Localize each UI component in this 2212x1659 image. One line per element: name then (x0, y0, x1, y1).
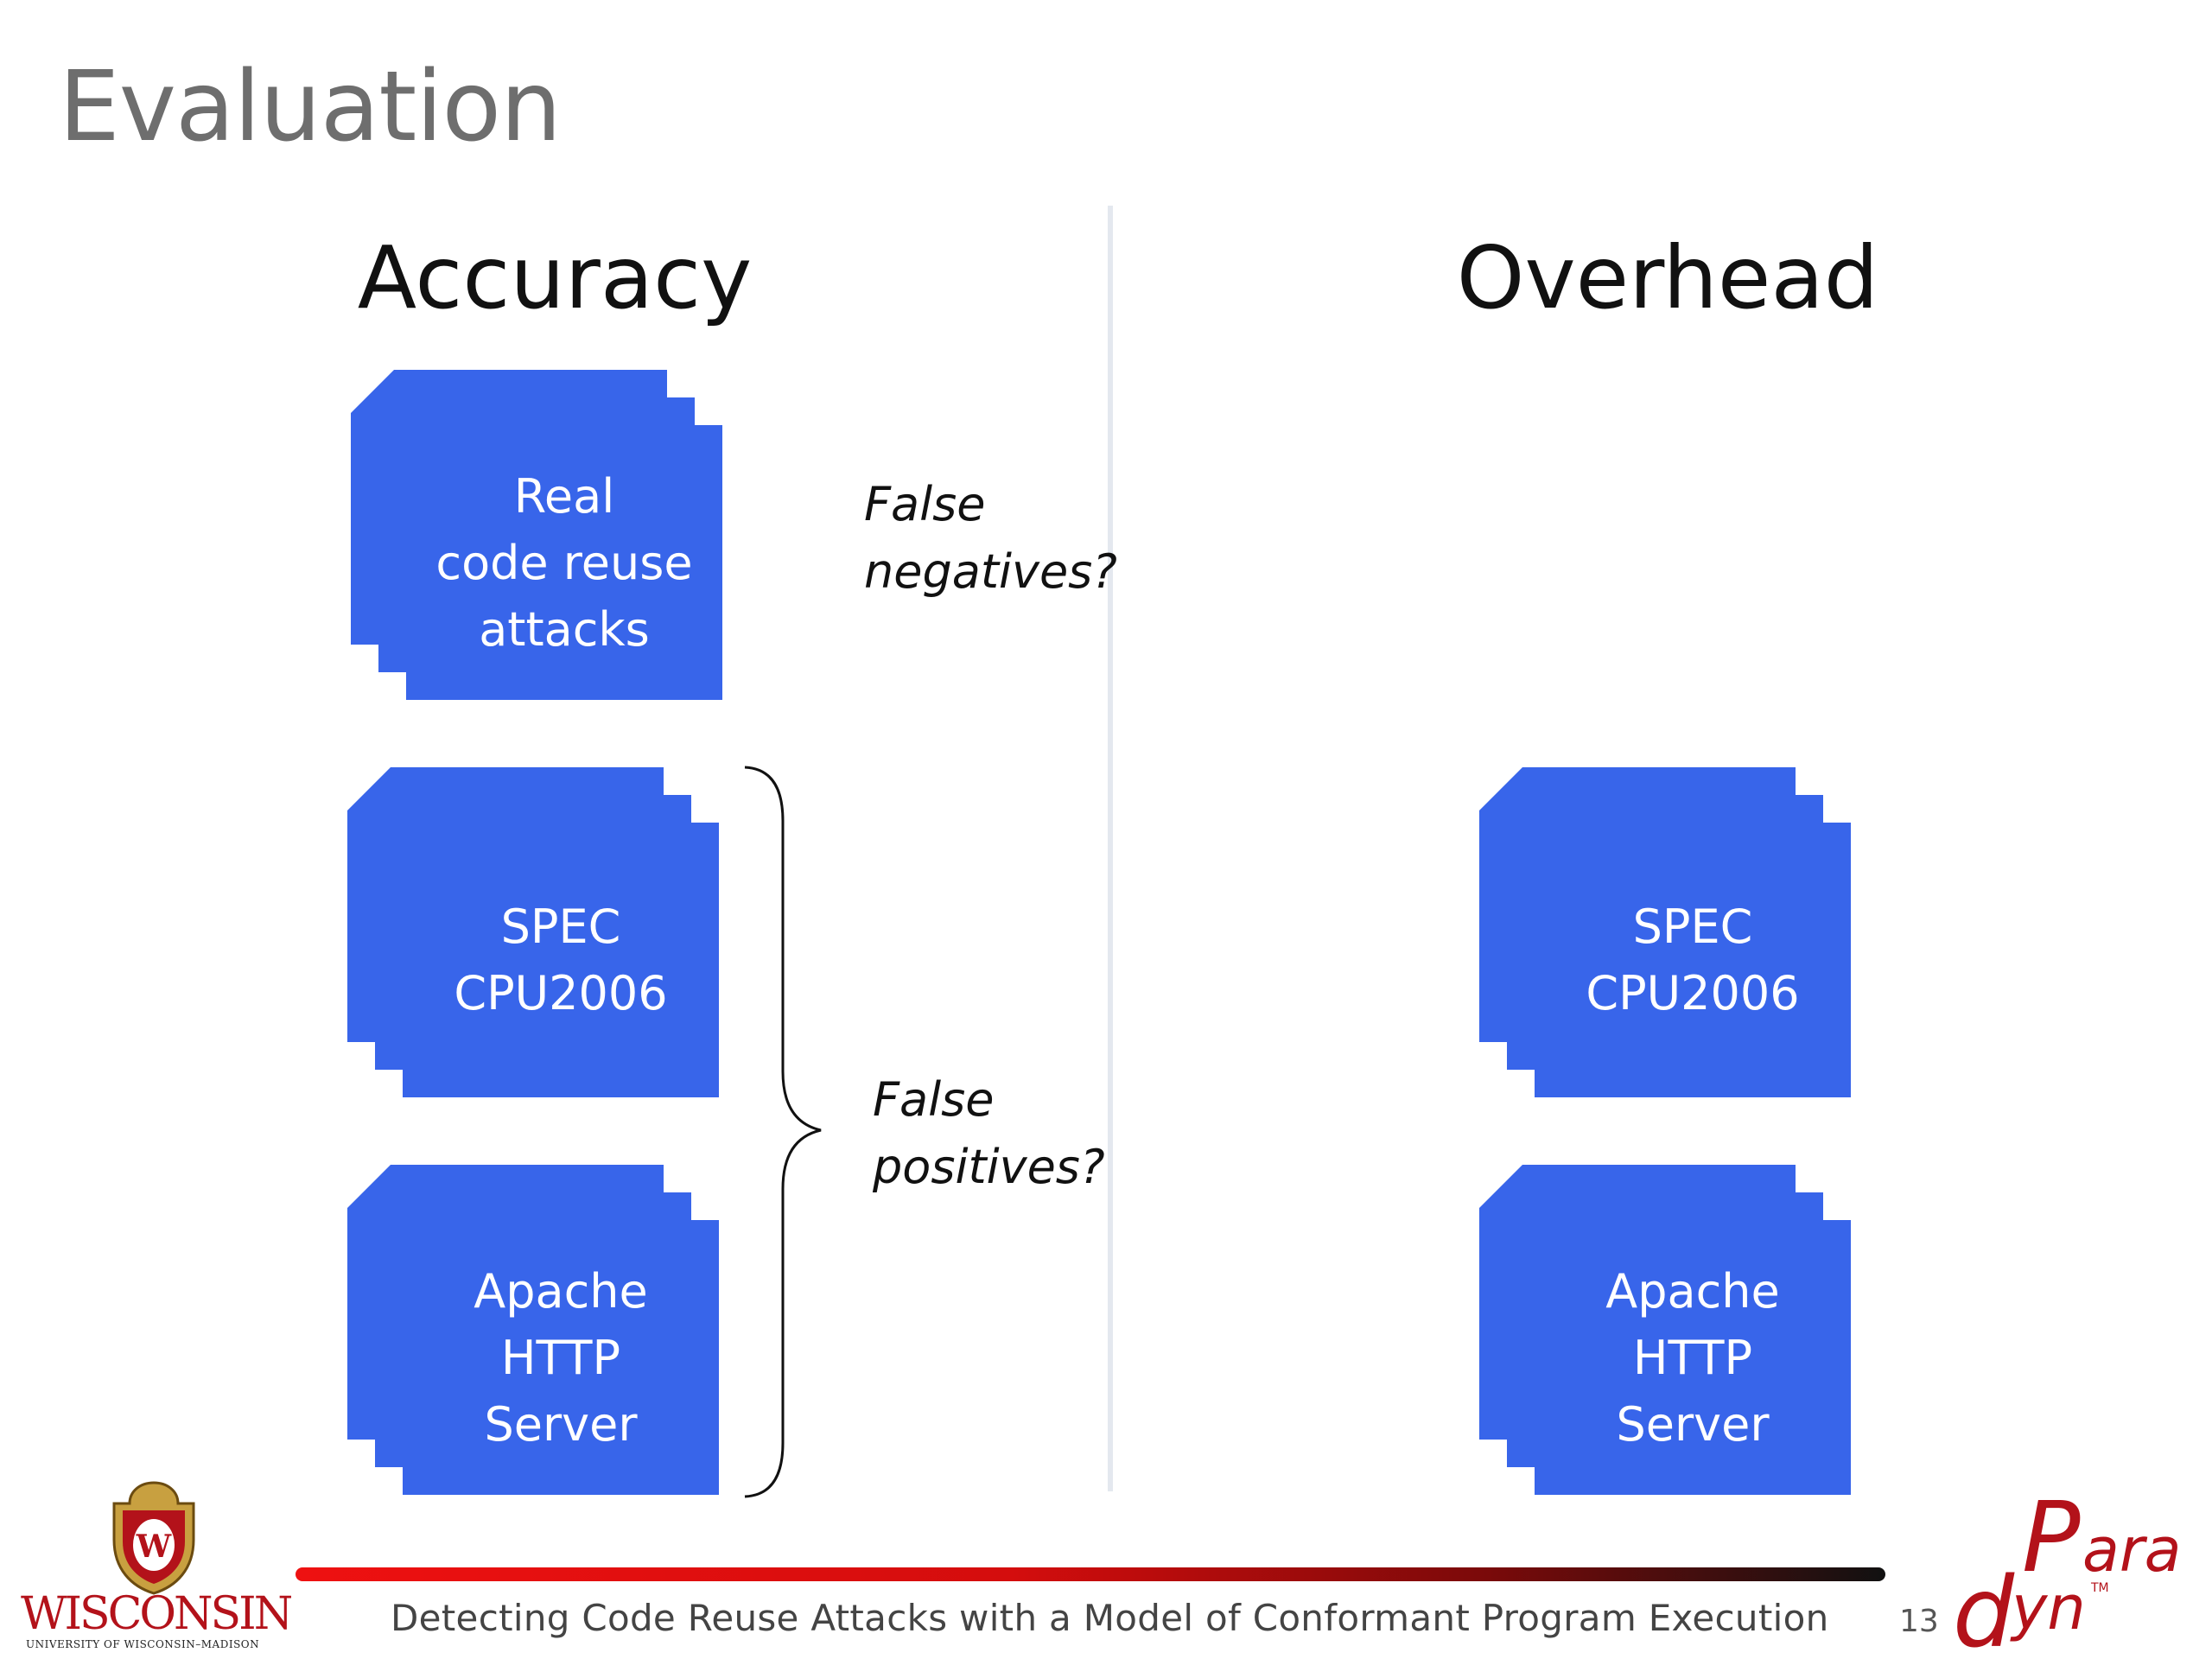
footer-text: Detecting Code Reuse Attacks with a Mode… (391, 1597, 1829, 1639)
card-label: Real code reuse attacks (406, 425, 722, 700)
false-negatives-question: False negatives? (864, 471, 1117, 606)
card-label-line: code reuse (435, 535, 693, 590)
card-front (1535, 1220, 1851, 1495)
card-label-line: attacks (479, 601, 650, 657)
card-label-line: Apache (1605, 1263, 1780, 1319)
uw-crest-logo: W (112, 1481, 195, 1595)
uw-subtitle: UNIVERSITY OF WISCONSIN–MADISON (26, 1638, 260, 1650)
accuracy-heading: Accuracy (357, 227, 753, 328)
question-line: negatives? (864, 544, 1117, 599)
paradyn-letter: yn (2010, 1573, 2086, 1643)
card-label: SPEC CPU2006 (403, 823, 719, 1097)
card-stack-real-attacks: Real code reuse attacks (351, 370, 722, 707)
overhead-heading: Overhead (1456, 227, 1879, 328)
paradyn-logo: P ara d yn TM (1953, 1486, 2182, 1659)
card-label-line: SPEC (500, 899, 621, 954)
card-stack-spec-accuracy: SPEC CPU2006 (347, 767, 719, 1104)
slide-title: Evaluation (59, 51, 562, 163)
question-line: positives? (873, 1140, 1105, 1194)
card-front (1535, 823, 1851, 1097)
card-label-line: Server (484, 1396, 638, 1452)
card-front (403, 1220, 719, 1495)
card-label: Apache HTTP Server (403, 1220, 719, 1495)
card-label-line: Apache (474, 1263, 648, 1319)
card-stack-apache-overhead: Apache HTTP Server (1479, 1165, 1851, 1502)
card-label-line: Real (513, 468, 615, 524)
page-number: 13 (1899, 1604, 1939, 1639)
card-label-line: CPU2006 (454, 966, 668, 1020)
question-line: False (864, 477, 986, 531)
false-positives-question: False positives? (873, 1066, 1105, 1201)
card-label-line: HTTP (500, 1330, 621, 1385)
paradyn-letter: d (1953, 1557, 2015, 1659)
footer-bar (296, 1567, 1885, 1581)
card-label-line: HTTP (1632, 1330, 1753, 1385)
card-label-line: CPU2006 (1586, 966, 1800, 1020)
paradyn-letter: P (2022, 1486, 2081, 1594)
uw-crest-letter: W (136, 1529, 172, 1565)
curly-brace-icon (744, 766, 822, 1498)
paradyn-letter: ara (2082, 1515, 2182, 1586)
paradyn-tm: TM (2090, 1581, 2109, 1595)
card-front (403, 823, 719, 1097)
card-stack-spec-overhead: SPEC CPU2006 (1479, 767, 1851, 1104)
card-front (406, 425, 722, 700)
uw-wordmark: WISCONSIN (21, 1588, 293, 1640)
card-stack-apache-accuracy: Apache HTTP Server (347, 1165, 719, 1502)
column-divider (1108, 206, 1113, 1491)
card-label-line: SPEC (1632, 899, 1753, 954)
question-line: False (873, 1072, 995, 1127)
card-label: SPEC CPU2006 (1535, 823, 1851, 1097)
card-label: Apache HTTP Server (1535, 1220, 1851, 1495)
card-label-line: Server (1616, 1396, 1770, 1452)
